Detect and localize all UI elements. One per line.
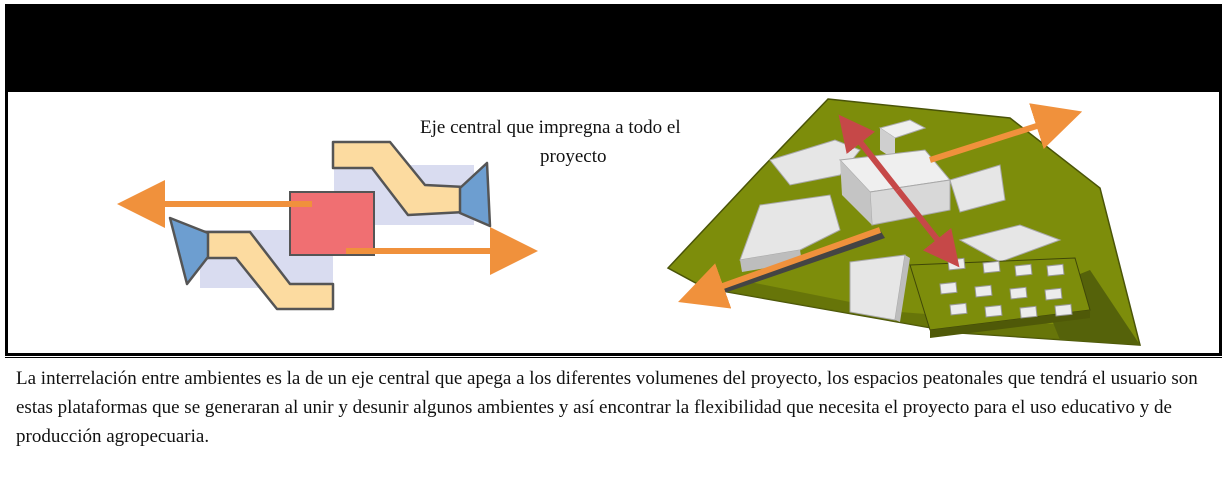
description-text: La interrelación entre ambientes es la d… xyxy=(16,368,1198,447)
terrain-shade xyxy=(705,280,1140,345)
axis-arrow-diagonal-up xyxy=(929,103,1083,163)
caption-line-2: proyecto xyxy=(540,146,607,167)
endcap-upper xyxy=(458,161,492,228)
wing-right xyxy=(949,164,1006,213)
axis-arrow-red-up xyxy=(838,114,901,192)
frame-border-right xyxy=(1219,92,1222,354)
frame-border-left xyxy=(5,92,8,354)
platform-front xyxy=(930,310,1090,338)
corridor-lower xyxy=(203,230,335,311)
central-volume-side xyxy=(840,160,872,225)
wing-left-side xyxy=(740,250,802,272)
axis-arrow-red-down xyxy=(895,188,960,268)
frame-divider-thin xyxy=(5,357,1222,358)
frame-divider xyxy=(5,353,1222,356)
axis-caption: Eje central que impregna a todo el proye… xyxy=(420,113,790,171)
central-block xyxy=(289,191,375,256)
endcap-lower xyxy=(168,216,210,286)
header-bar xyxy=(5,4,1222,92)
wing-right-lower xyxy=(958,224,1062,263)
axis-arrow-diagonal-down xyxy=(678,227,882,309)
tower xyxy=(880,128,895,160)
platform-blocks xyxy=(939,257,1073,319)
caption-line-1: Eje central que impregna a todo el xyxy=(420,117,681,138)
wing-lower-side xyxy=(895,255,910,322)
